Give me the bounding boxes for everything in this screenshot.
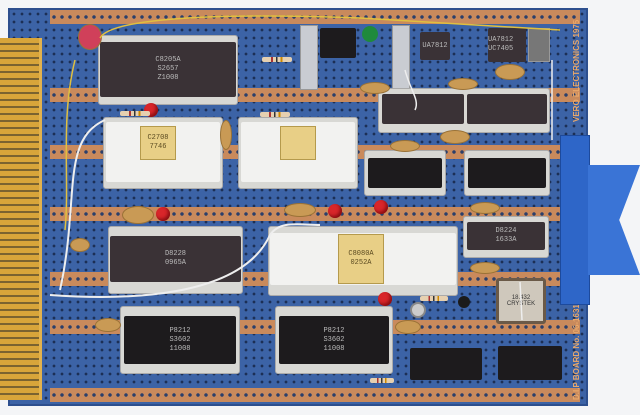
chip-label: Z1008 — [157, 74, 179, 82]
chip-label: UA7812 UC7405 — [488, 36, 514, 53]
resistor — [420, 296, 448, 301]
edge-connector — [0, 38, 42, 400]
capacitor — [395, 320, 421, 334]
capacitor — [95, 318, 121, 332]
chip-label: 7746 — [149, 143, 167, 151]
regulator: UA7812 — [420, 32, 450, 60]
chip-label: C8080A — [348, 250, 374, 258]
small-ic — [320, 28, 356, 58]
capacitor — [470, 262, 500, 274]
copper-strip — [50, 207, 580, 221]
resistor — [260, 112, 290, 117]
electrolytic-capacitor — [410, 302, 426, 318]
red-led — [328, 204, 342, 218]
transistor — [458, 296, 470, 308]
ic-chip — [468, 158, 546, 188]
red-led — [156, 207, 170, 221]
capacitor — [470, 202, 500, 214]
chip-label: P8212 — [169, 326, 191, 335]
chip-label: 1633A — [495, 236, 517, 244]
chip-label: 11008 — [169, 344, 191, 353]
heatsink — [300, 25, 318, 90]
copper-strip — [50, 388, 580, 402]
chip-label: 0965A — [164, 259, 186, 267]
wire — [519, 281, 523, 321]
capacitor — [440, 130, 470, 144]
capacitor — [495, 64, 525, 80]
capacitor — [220, 120, 232, 150]
green-led — [362, 26, 378, 42]
chip-label: S3602 — [169, 335, 191, 344]
capacitor — [70, 238, 90, 252]
ic-chip — [410, 348, 482, 380]
ic-chip — [368, 158, 442, 188]
ic-chip — [498, 346, 562, 380]
chip-label: D8228 — [164, 250, 186, 258]
chip-label: D8224 — [495, 227, 517, 235]
chip-label: C2708 — [147, 134, 169, 142]
red-led — [378, 292, 392, 306]
ic-chip — [382, 94, 464, 124]
resistor — [370, 378, 394, 383]
capacitor — [360, 82, 390, 94]
wire — [404, 69, 417, 111]
resistor — [262, 57, 292, 62]
wire — [99, 15, 561, 39]
chip-label: S3602 — [323, 335, 345, 344]
chip-label: S2657 — [157, 65, 179, 73]
regulator: UA7812 UC7405 — [488, 28, 526, 62]
capacitor — [390, 140, 420, 152]
red-led — [374, 200, 388, 214]
chip-label: C8205A — [155, 56, 181, 64]
rom-chip: C8205A S2657 Z1008 — [100, 42, 236, 97]
chip-label: 0252A — [350, 259, 372, 267]
chip-label: UA7812 — [422, 41, 448, 50]
chip-label: P8212 — [323, 326, 345, 335]
wire — [59, 119, 106, 291]
eprom-window — [280, 126, 316, 160]
capacitor — [284, 203, 316, 217]
ic-chip — [467, 94, 547, 124]
wire — [64, 59, 76, 231]
chip-label: 11008 — [323, 344, 345, 353]
capacitor — [448, 78, 478, 90]
resistor — [120, 111, 150, 116]
wire — [49, 223, 321, 298]
board-handle — [560, 135, 640, 305]
capacitor — [122, 206, 154, 224]
